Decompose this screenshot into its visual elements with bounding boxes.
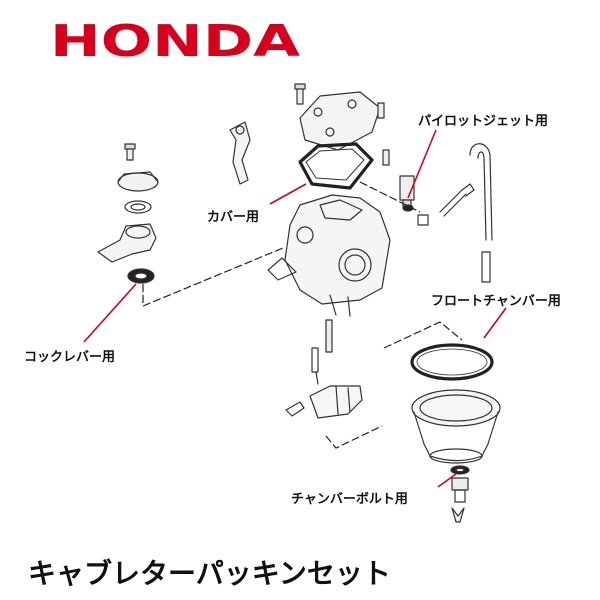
label-chamber-bolt: チャンバーボルト用 [291,492,408,507]
cock-lever-assembly [97,143,159,263]
cock-lever-gasket [127,268,155,284]
top-cover-plate [299,91,381,151]
chamber-bolt-gasket [450,465,470,475]
main-jet-and-needle [311,319,333,385]
top-screws [294,83,390,166]
cover-gasket [298,142,374,190]
assembly-line-float-chamber [383,321,463,349]
assembly-line-cock-lever [142,247,284,307]
label-cover: カバー用 [207,210,260,225]
label-pilot-jet: パイロットジェット用 [418,114,549,129]
carburetor-body [267,194,391,317]
page-title: キャブレターパッキンセット [28,557,391,590]
float-chamber-gasket [410,343,494,381]
leader-float-chamber [483,307,507,339]
label-float-chamber: フロートチャンバー用 [431,294,561,309]
float-chamber-bowl [411,389,501,464]
leader-chamber-bolt [437,473,457,488]
vent-tube [469,143,493,283]
float [285,385,363,419]
leader-pilot-jet [407,129,437,199]
adjust-screw [439,183,475,217]
leader-cover [269,183,307,205]
label-cock-lever: コックレバー用 [24,350,116,365]
honda-logo-text: HONDA [50,18,300,62]
chamber-bolt [451,477,469,523]
leader-cock-lever [83,283,137,343]
assembly-line-bottom [325,425,383,449]
assembly-line-cover [359,181,421,213]
honda-logo: HONDA [50,18,300,62]
throttle-lever [229,121,251,185]
